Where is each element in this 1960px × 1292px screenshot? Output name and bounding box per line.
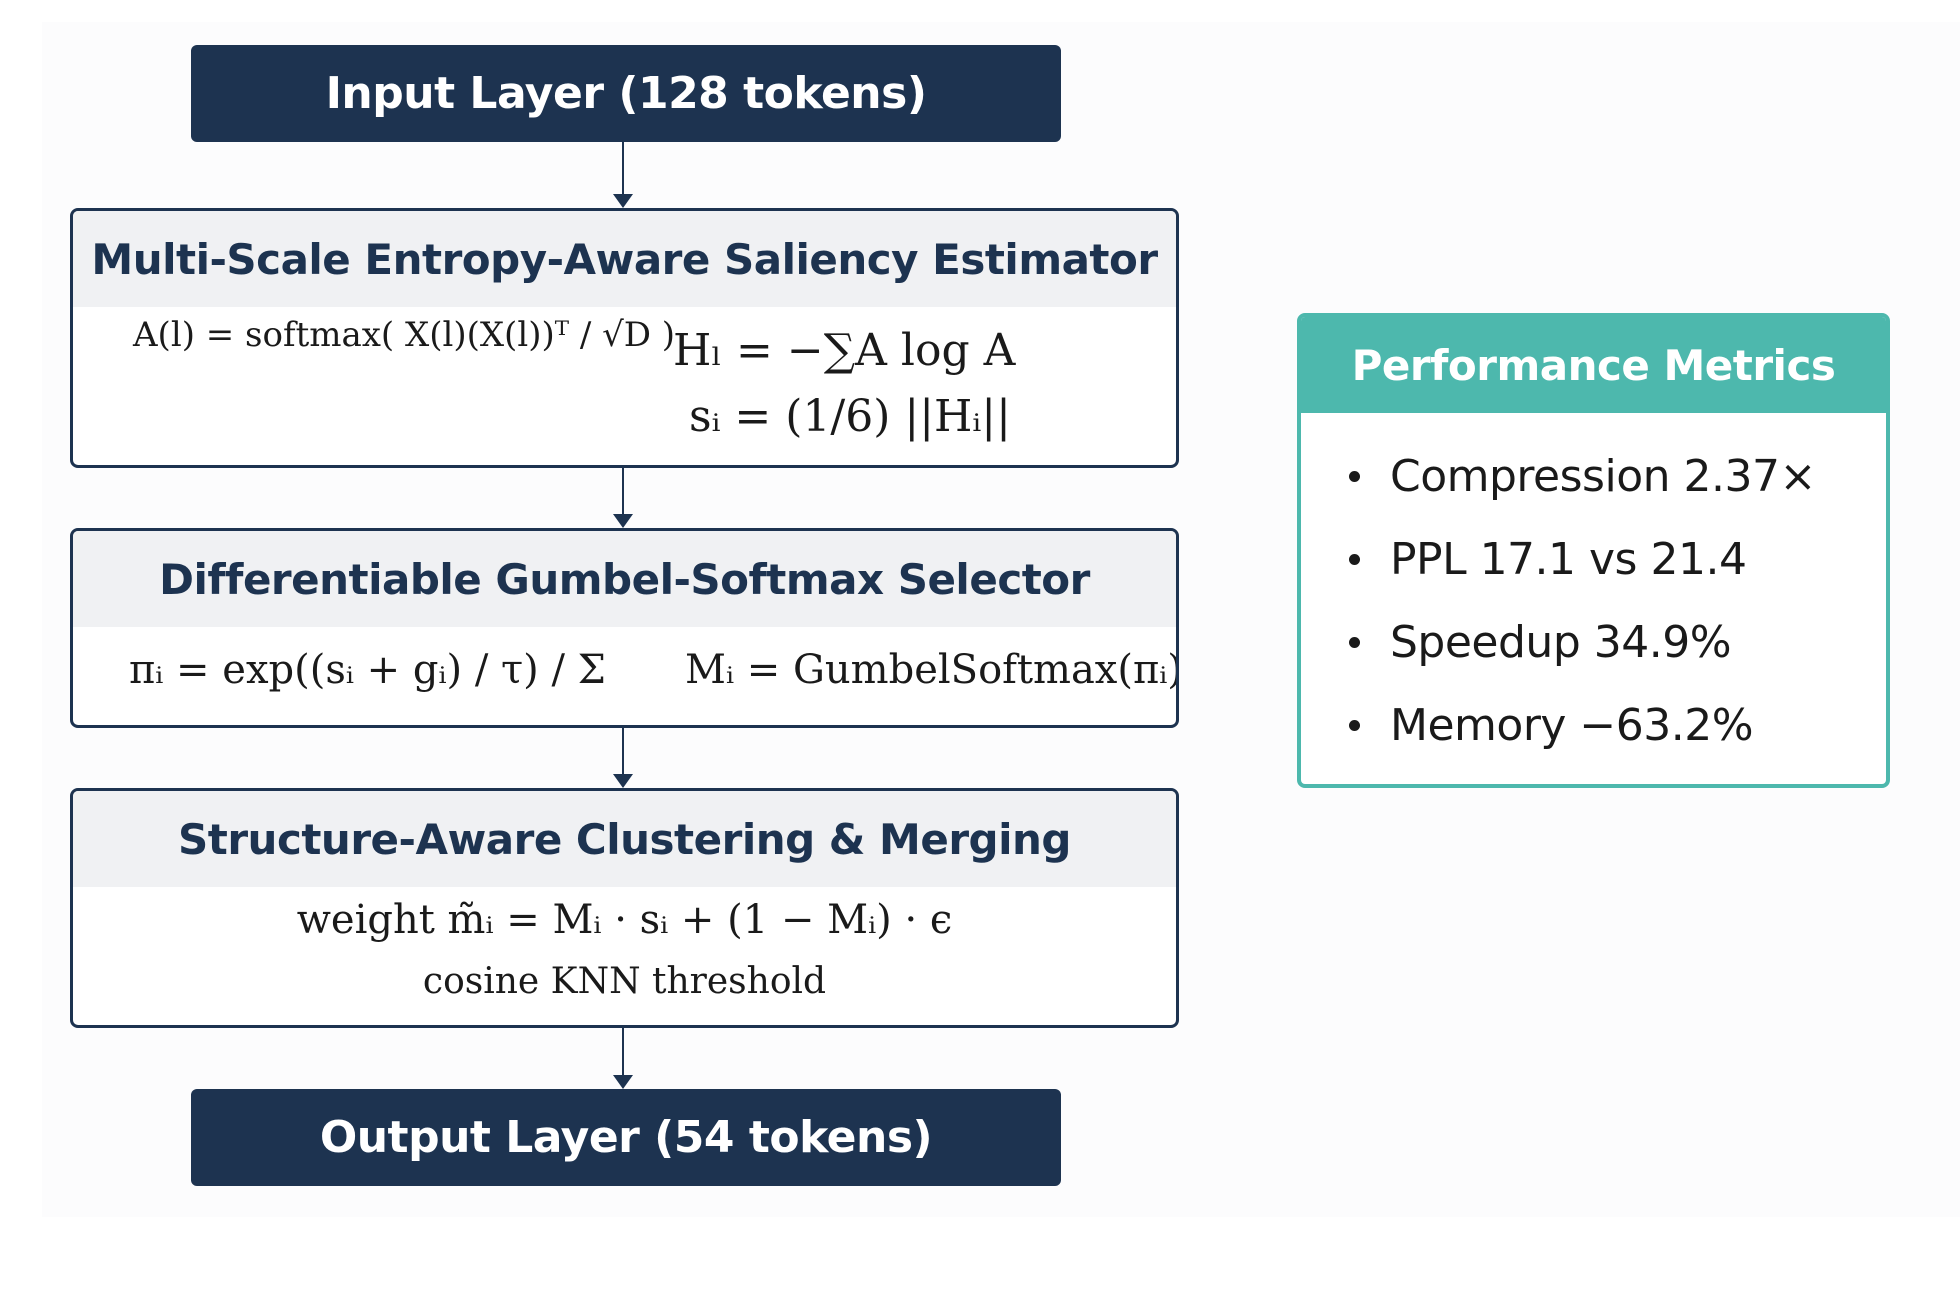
- knn-note: cosine KNN threshold: [73, 961, 1176, 1002]
- clustering-merging-body: weight m̃ᵢ = Mᵢ · sᵢ + (1 − Mᵢ) · ϵ cosi…: [73, 887, 1176, 1025]
- metric-text: Speedup 34.9%: [1390, 617, 1732, 668]
- attention-formula: A(l) = softmax( X(l)(X(l))ᵀ / √D ): [133, 315, 675, 355]
- saliency-estimator-body: A(l) = softmax( X(l)(X(l))ᵀ / √D ) Hₗ = …: [73, 307, 1176, 465]
- bullet-icon: [1349, 471, 1360, 482]
- arrow-input-to-saliency: [613, 142, 633, 208]
- metric-text: Compression 2.37×: [1390, 451, 1816, 502]
- gumbel-selector-body: πᵢ = exp((sᵢ + gᵢ) / τ) / Σ Mᵢ = GumbelS…: [73, 627, 1176, 725]
- pi-formula-text: πᵢ = exp((sᵢ + gᵢ) / τ) / Σ: [129, 647, 606, 693]
- metric-text: Memory −63.2%: [1390, 700, 1754, 751]
- arrow-gumbel-to-clustering: [613, 728, 633, 788]
- saliency-score-formula: sᵢ = (1/6) ||Hᵢ||: [689, 391, 1011, 442]
- saliency-estimator-title: Multi-Scale Entropy-Aware Saliency Estim…: [73, 211, 1176, 307]
- metric-item-ppl: PPL 17.1 vs 21.4: [1349, 518, 1886, 601]
- clustering-merging-title: Structure-Aware Clustering & Merging: [73, 791, 1176, 887]
- arrow-clustering-to-output: [613, 1028, 633, 1089]
- input-layer-label: Input Layer (128 tokens): [325, 68, 927, 119]
- gumbel-selector-title: Differentiable Gumbel-Softmax Selector: [73, 531, 1176, 627]
- saliency-score-formula-text: sᵢ = (1/6) ||Hᵢ||: [689, 391, 1011, 442]
- clustering-merging-module: Structure-Aware Clustering & Merging wei…: [70, 788, 1179, 1028]
- mask-formula: Mᵢ = GumbelSoftmax(πᵢ): [685, 647, 1179, 693]
- performance-metrics-panel: Performance Metrics Compression 2.37× PP…: [1297, 313, 1890, 788]
- weight-formula: weight m̃ᵢ = Mᵢ · sᵢ + (1 − Mᵢ) · ϵ: [73, 897, 1176, 943]
- metric-item-speedup: Speedup 34.9%: [1349, 601, 1886, 684]
- saliency-estimator-module: Multi-Scale Entropy-Aware Saliency Estim…: [70, 208, 1179, 468]
- output-layer-box: Output Layer (54 tokens): [191, 1089, 1061, 1186]
- knn-note-text: cosine KNN threshold: [422, 961, 827, 1002]
- pi-formula: πᵢ = exp((sᵢ + gᵢ) / τ) / Σ: [129, 647, 606, 693]
- entropy-formula-text: Hₗ = −∑A log A: [673, 325, 1016, 376]
- entropy-formula: Hₗ = −∑A log A: [673, 325, 1015, 376]
- arrow-saliency-to-gumbel: [613, 468, 633, 528]
- metric-item-memory: Memory −63.2%: [1349, 684, 1886, 767]
- gumbel-selector-module: Differentiable Gumbel-Softmax Selector π…: [70, 528, 1179, 728]
- mask-formula-text: Mᵢ = GumbelSoftmax(πᵢ): [685, 647, 1179, 693]
- output-layer-label: Output Layer (54 tokens): [319, 1112, 933, 1163]
- metrics-list: Compression 2.37× PPL 17.1 vs 21.4 Speed…: [1301, 413, 1886, 767]
- attention-formula-text: A(l) = softmax( X(l)(X(l))ᵀ / √D ): [133, 315, 676, 355]
- weight-formula-text: weight m̃ᵢ = Mᵢ · sᵢ + (1 − Mᵢ) · ϵ: [296, 897, 953, 943]
- metric-item-compression: Compression 2.37×: [1349, 435, 1886, 518]
- bullet-icon: [1349, 637, 1360, 648]
- metric-text: PPL 17.1 vs 21.4: [1390, 534, 1747, 585]
- bullet-icon: [1349, 720, 1360, 731]
- performance-metrics-title: Performance Metrics: [1301, 317, 1886, 413]
- input-layer-box: Input Layer (128 tokens): [191, 45, 1061, 142]
- bullet-icon: [1349, 554, 1360, 565]
